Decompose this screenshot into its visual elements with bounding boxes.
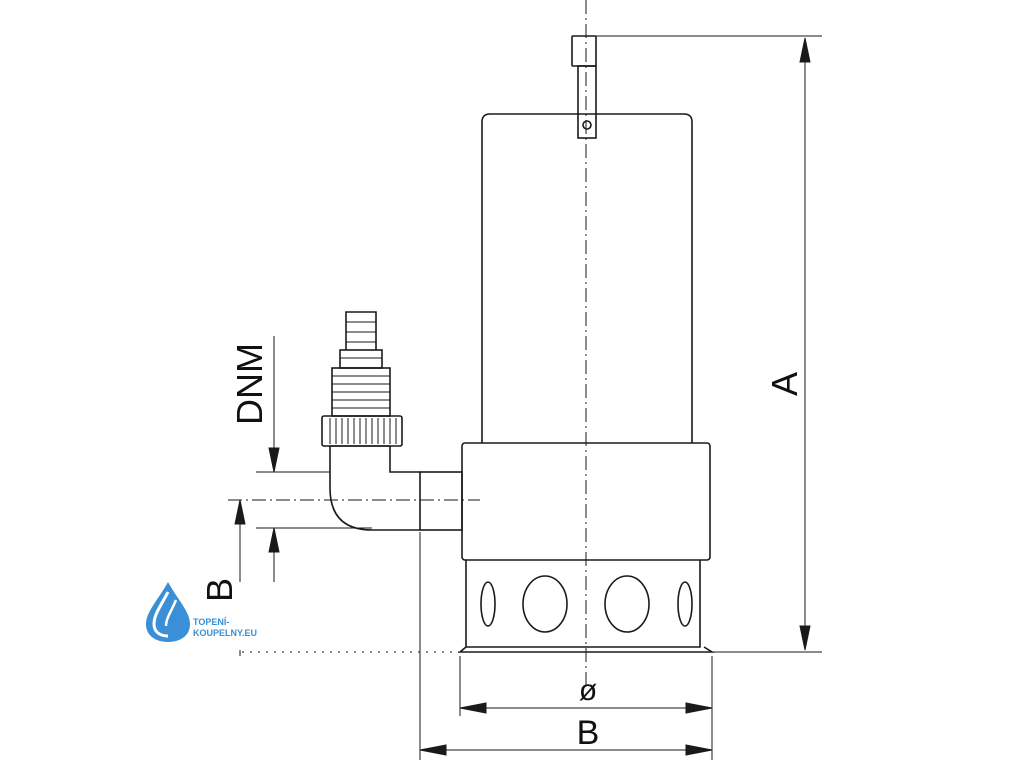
outlet-stub [419,471,463,531]
strainer-base [457,560,715,653]
top-handle [571,35,597,139]
label-dimension-partial: B [199,578,240,602]
label-dimension-diameter: ø [579,674,597,707]
logo-line-1: TOPENÍ- [193,617,229,627]
threaded-connector [331,349,391,417]
dimension-a [596,35,822,653]
dimension-dnm [256,336,372,582]
brand-logo: TOPENÍ- KOUPELNY.EU [146,582,257,642]
outlet-elbow [329,445,420,531]
dimension-partial [234,499,460,656]
motor-housing [481,113,693,443]
logo-line-2: KOUPELNY.EU [193,628,257,638]
label-dimension-a: A [764,372,805,396]
hose-fitting-nut [321,415,403,447]
dimension-diameter [459,656,713,716]
dimension-b [419,532,713,760]
hose-barb [345,311,377,350]
label-dimension-b: B [577,714,600,752]
water-drop-icon [146,582,190,642]
label-dimension-dnm: DNM [229,343,270,425]
